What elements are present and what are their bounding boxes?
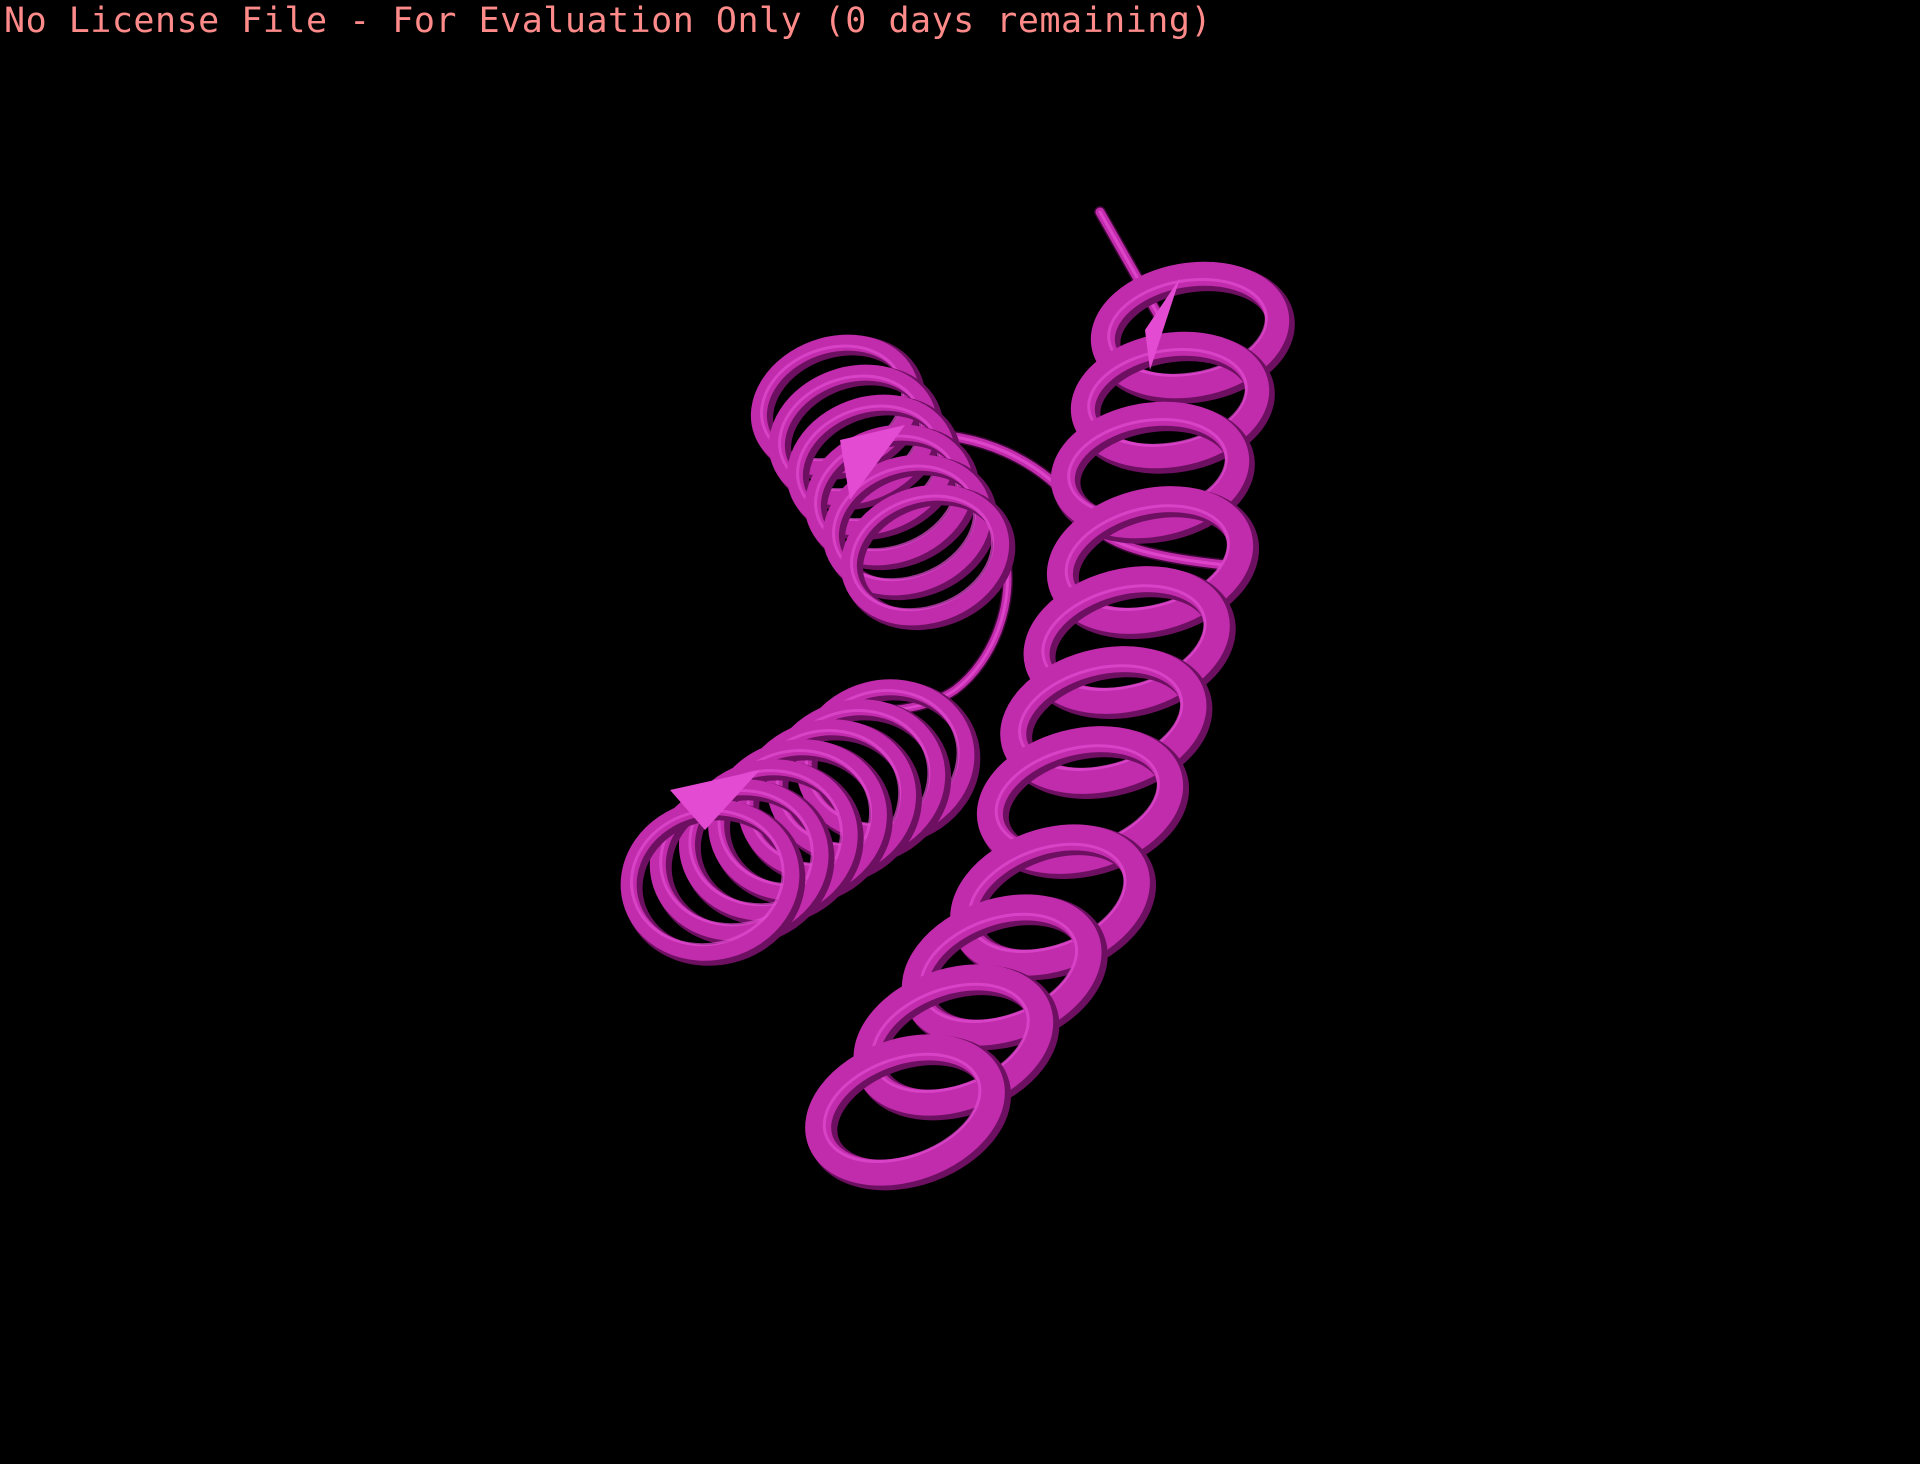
helix-ribbon-group: [620, 206, 1295, 1191]
helix-c-turn-highlight: [1107, 277, 1268, 377]
helix-d-turn: [805, 1034, 1005, 1186]
helix-a-turn: [840, 484, 1010, 626]
helix-c-turn: [1070, 331, 1270, 469]
helix-c-end-cap: [1145, 278, 1180, 370]
helix-c-mid-turn: [1023, 566, 1230, 714]
helix-c-turn: [1050, 401, 1250, 539]
helix-c-turn: [1090, 261, 1290, 399]
helix-c-mid-turn-highlight: [1064, 504, 1230, 611]
helix-c-mid-turn: [1046, 486, 1254, 634]
helix-a-turn-highlight: [850, 494, 995, 612]
helix-d-turn-highlight: [822, 1052, 982, 1164]
helix-b-turn-highlight: [630, 809, 785, 947]
helix-b-end-cap: [670, 770, 760, 830]
license-banner-text: No License File - For Evaluation Only (0…: [4, 1, 1213, 41]
helix-c-mid-turn: [1000, 646, 1207, 794]
helix-c-mid-turn-highlight: [1041, 584, 1207, 691]
helix-a-end-cap: [840, 425, 905, 500]
helix-c-mid-turn-highlight: [1018, 664, 1184, 771]
helix-c-turn-highlight: [1087, 347, 1248, 447]
